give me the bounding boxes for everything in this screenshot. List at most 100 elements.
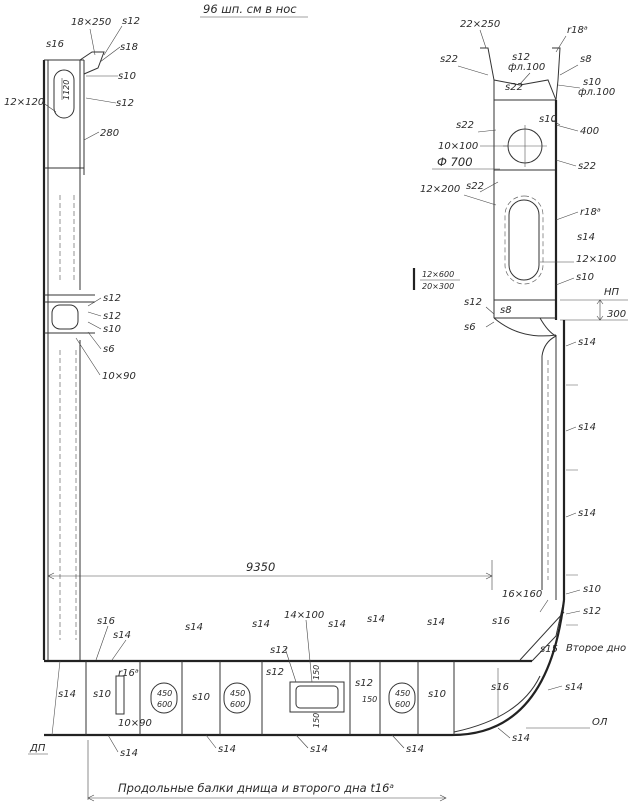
cell-1-label: s14 <box>58 689 76 700</box>
np-offset-arrow <box>596 299 604 321</box>
cell-2-label: s10 <box>93 689 111 700</box>
span-dim-arrows <box>47 560 493 590</box>
bottom-note-arrows <box>87 740 447 802</box>
right-s22-d-label: s22 <box>578 161 596 172</box>
side-leaders <box>526 341 590 729</box>
cell-strip-label: 10×90 <box>118 718 152 729</box>
left-mid-s12a-label: s12 <box>103 293 121 304</box>
left-mid-s12b-label: s12 <box>103 311 121 322</box>
right-post <box>480 47 561 337</box>
bottom-leaders <box>95 619 511 753</box>
double-bottom <box>44 599 566 737</box>
cell-r16-label: r16ᵃ <box>118 668 139 679</box>
np-offset-label: 300 <box>607 309 626 320</box>
bottom-plate-label: 14×100 <box>284 610 324 621</box>
bottom-under-s14-b: s14 <box>218 744 236 755</box>
left-leaders <box>41 25 123 376</box>
side-s10-label: s10 <box>583 584 601 595</box>
right-s12-fl-label: s12 <box>512 52 530 63</box>
ol-label: ОЛ <box>592 717 608 728</box>
bottom-s12-label: s12 <box>270 645 288 656</box>
right-beam-b-label: 20×300 <box>422 282 454 291</box>
bottom-s14-c-label: s14 <box>252 619 270 630</box>
cell-10-label: s16 <box>491 682 509 693</box>
v150-top: 150 <box>312 665 321 680</box>
right-s8-low-label: s8 <box>500 305 512 316</box>
bottom-s14-a-label: s14 <box>113 630 131 641</box>
dp-label: ДП <box>29 743 46 754</box>
bottom-under-s14-c: s14 <box>310 744 328 755</box>
bottom-s14-d-label: s14 <box>328 619 346 630</box>
hole-c-top: 450 <box>395 689 410 698</box>
left-mid-s6-label: s6 <box>103 344 115 355</box>
right-s22-b-label: s22 <box>505 82 523 93</box>
side-s12-label: s12 <box>583 606 601 617</box>
hole-a-top: 450 <box>157 689 172 698</box>
right-strip-10x100-label: 10×100 <box>438 141 478 152</box>
right-fl100-b-label: фл.100 <box>578 87 615 98</box>
left-280-label: 280 <box>100 128 119 139</box>
right-s22-e-label: s22 <box>466 181 484 192</box>
cell-6-label: s12 <box>266 667 284 678</box>
bottom-under-s14-d: s14 <box>406 744 424 755</box>
right-s6-low-label: s6 <box>464 322 476 333</box>
right-r18-mid-label: r18ᵃ <box>580 207 601 218</box>
hole-b-bot: 600 <box>230 700 245 709</box>
left-flange-label: 12×120 <box>4 97 44 108</box>
left-post <box>42 51 105 660</box>
right-s12-low-label: s12 <box>464 297 482 308</box>
left-s12-top-label: s12 <box>122 16 140 27</box>
right-flange-12x100-label: 12×100 <box>576 254 616 265</box>
right-s8-top-label: s8 <box>580 54 592 65</box>
right-hole-label: Ф 700 <box>437 155 473 169</box>
bottom-s14-f-label: s14 <box>427 617 445 628</box>
right-fl100-a-label: фл.100 <box>508 62 545 73</box>
right-leaders <box>457 29 581 328</box>
right-s22-c-label: s22 <box>456 120 474 131</box>
right-400-label: 400 <box>580 126 599 137</box>
right-r18-top-label: r18ᵃ <box>567 25 588 36</box>
right-s14-label: s14 <box>577 232 595 243</box>
bottom-s14-e-label: s14 <box>367 614 385 625</box>
left-s16-label: s16 <box>46 39 64 50</box>
left-s12-mid-label: s12 <box>116 98 134 109</box>
bottom-under-s14-a: s14 <box>120 748 138 759</box>
span-dim-label: 9350 <box>246 560 275 574</box>
right-top-plate-label: 22×250 <box>460 19 500 30</box>
hole-c-bot: 600 <box>395 700 410 709</box>
right-beam-a-label: 12×600 <box>422 270 454 279</box>
left-dim-1120: 1120 <box>62 80 71 100</box>
np-label: НП <box>604 287 620 298</box>
bottom-s16-label: s16 <box>97 616 115 627</box>
right-side-shell <box>541 320 578 626</box>
bottom-s16-b-label: s16 <box>492 616 510 627</box>
side-s14-b-label: s14 <box>578 422 596 433</box>
cell-7-s12-label: s12 <box>355 678 373 689</box>
bottom-under-s14-e: s14 <box>512 733 530 744</box>
cell-4-label: s10 <box>192 692 210 703</box>
v150-bot: 150 <box>312 713 321 728</box>
cell-9-label: s10 <box>428 689 446 700</box>
bottom-s14-b-label: s14 <box>185 622 203 633</box>
left-mid-s10-label: s10 <box>103 324 121 335</box>
bottom-note-text: Продольные балки днища и второго дна t16… <box>118 781 394 795</box>
side-bracket-label: 16×160 <box>502 589 542 600</box>
right-s10-fl-label: s10 <box>583 77 601 88</box>
left-mid-strip-label: 10×90 <box>102 371 136 382</box>
title-text: 96 шп. см в нос <box>203 2 297 16</box>
h150-label: 150 <box>362 695 377 704</box>
right-s10-mid-label: s10 <box>539 114 557 125</box>
hole-b-top: 450 <box>230 689 245 698</box>
right-s22-a-label: s22 <box>440 54 458 65</box>
right-flange-12x200-label: 12×200 <box>420 184 460 195</box>
right-s10-low-label: s10 <box>576 272 594 283</box>
side-s14-a-label: s14 <box>578 337 596 348</box>
left-top-plate-label: 18×250 <box>71 17 111 28</box>
left-s10-label: s10 <box>118 71 136 82</box>
hole-a-bot: 600 <box>157 700 172 709</box>
side-s14-c-label: s14 <box>578 508 596 519</box>
side-s15-label: s15 <box>540 644 558 655</box>
left-s18-label: s18 <box>120 42 138 53</box>
side-s14-bilge-label: s14 <box>565 682 583 693</box>
